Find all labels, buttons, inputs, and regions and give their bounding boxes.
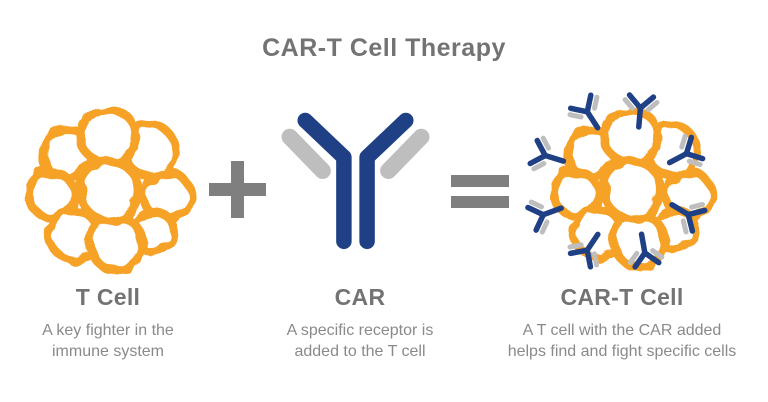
t-cell-heading: T Cell bbox=[75, 284, 141, 310]
t-cell-description-line1: A key fighter in the bbox=[42, 322, 174, 339]
car-description: A specific receptor is added to the T ce… bbox=[262, 320, 458, 362]
t-cell-description-line2: immune system bbox=[51, 343, 165, 361]
t-cell-icon bbox=[25, 100, 195, 270]
car-heading: CAR bbox=[334, 284, 386, 310]
panel-car-t-cell: CAR-T Cell A T cell with the CAR added h… bbox=[490, 284, 754, 362]
panel-t-cell: T Cell A key fighter in the immune syste… bbox=[10, 284, 206, 362]
car-t-cell-description: A T cell with the CAR added helps find a… bbox=[490, 320, 754, 362]
car-t-cell-heading: CAR-T Cell bbox=[560, 284, 684, 310]
car-receptor-icon bbox=[281, 112, 430, 250]
car-description-line2: added to the T cell bbox=[294, 343, 426, 361]
plus-icon bbox=[209, 161, 266, 218]
t-cell-description: A key fighter in the immune system bbox=[10, 320, 206, 362]
car-t-cell-icon bbox=[527, 76, 739, 288]
car-t-cell-description-line2: helps find and fight specific cells bbox=[507, 343, 737, 361]
equals-icon bbox=[451, 175, 509, 208]
car-t-cell-description-line1: A T cell with the CAR added bbox=[522, 322, 722, 339]
page-title: CAR-T Cell Therapy bbox=[262, 34, 506, 62]
car-description-line1: A specific receptor is bbox=[286, 322, 434, 339]
panel-car: CAR A specific receptor is added to the … bbox=[262, 284, 458, 362]
